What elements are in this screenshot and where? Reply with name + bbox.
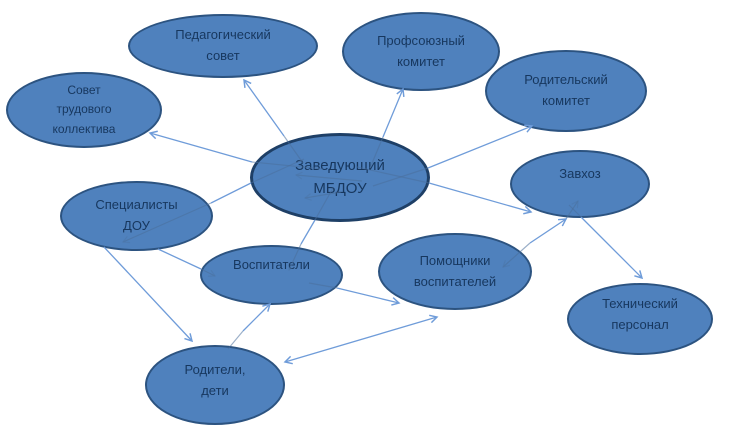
node-roditeli[interactable]: Родители, дети — [145, 345, 285, 425]
node-pedsovet-label: Педагогический совет — [175, 27, 271, 63]
node-specialisty[interactable]: Специалисты ДОУ — [60, 181, 213, 251]
node-tehpersonal[interactable]: Технический персонал — [567, 283, 713, 355]
node-pomoshchniki-label: Помощники воспитателей — [413, 252, 497, 289]
node-profkom[interactable]: Профсоюзный комитет — [342, 12, 500, 91]
node-vospitateli-label: Воспитатели — [233, 256, 310, 272]
edge-specialisty-vospitateli — [157, 248, 202, 270]
edge-zaveduyushchiy-pedsovet — [244, 80, 285, 137]
edge-pomoshchniki-zavhoz — [529, 219, 566, 244]
node-sovet-trud[interactable]: Совет трудового коллектива — [6, 72, 162, 148]
node-zaveduyushchiy-label: Заведующий МБДОУ — [295, 157, 385, 197]
edge-roditeli-vospitateli — [242, 304, 270, 332]
edge-zavhoz-tehpersonal — [580, 216, 642, 278]
edge-zaveduyushchiy-specialisty — [210, 182, 252, 204]
node-vospitateli[interactable]: Воспитатели — [200, 245, 343, 305]
node-tehpersonal-label: Технический персонал — [602, 296, 678, 332]
node-roditeli-label: Родители, дети — [184, 362, 246, 398]
edge-specialisty-roditeli — [103, 246, 192, 341]
node-sovet-trud-label: Совет трудового коллектива — [52, 83, 116, 136]
node-rodkom[interactable]: Родительский комитет — [485, 50, 647, 132]
node-specialisty-label: Специалисты ДОУ — [95, 197, 178, 233]
node-zavhoz-label: Завхоз — [559, 165, 601, 181]
node-pedsovet[interactable]: Педагогический совет — [128, 14, 318, 78]
edge-zaveduyushchiy-rodkom — [427, 126, 532, 169]
edge-zaveduyushchiy-sovet-trud — [150, 133, 253, 163]
edge-zaveduyushchiy-vospitateli — [300, 219, 316, 245]
node-zaveduyushchiy[interactable]: Заведующий МБДОУ — [250, 133, 430, 222]
node-profkom-label: Профсоюзный комитет — [377, 32, 465, 69]
edge-zaveduyushchiy-profkom — [382, 89, 403, 138]
node-pomoshchniki[interactable]: Помощники воспитателей — [378, 233, 532, 310]
node-zavhoz[interactable]: Завхоз — [510, 150, 650, 218]
node-rodkom-label: Родительский комитет — [524, 72, 608, 108]
edge-roditeli-pomoshchniki — [285, 317, 437, 362]
